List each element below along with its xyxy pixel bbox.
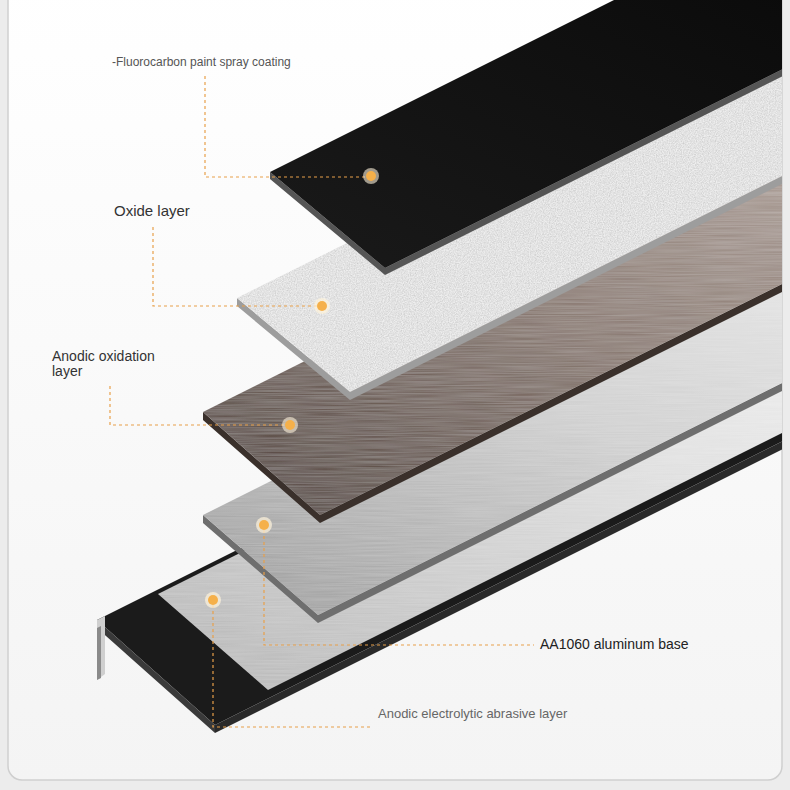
callout-label: Anodic electrolytic abrasive layer [378, 707, 568, 722]
callout-label: -Fluorocarbon paint spray coating [112, 55, 291, 69]
leader-lines [110, 76, 534, 727]
callout-label: Anodic oxidation layer [52, 349, 180, 378]
fluorocarbon-strip [270, 0, 782, 275]
callout-label: AA1060 aluminum base [540, 636, 689, 653]
callout-dots [205, 168, 379, 608]
callout-label: Oxide layer [114, 202, 190, 220]
